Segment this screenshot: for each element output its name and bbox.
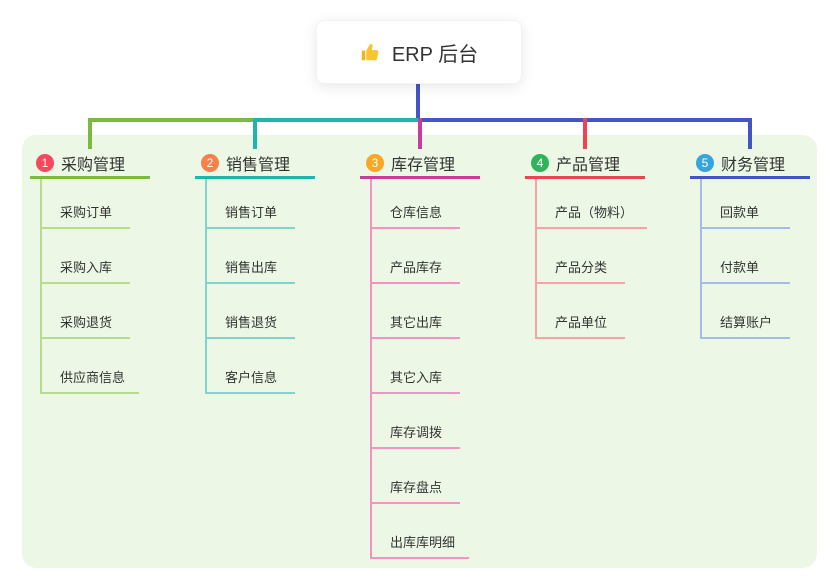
item-label: 采购订单: [60, 205, 113, 220]
item-label: 采购退货: [60, 315, 113, 330]
branch-3-item[interactable]: 库存调拨: [372, 394, 460, 449]
item-label: 供应商信息: [60, 370, 126, 385]
branch-1-children: 采购订单采购入库采购退货供应商信息: [40, 179, 140, 394]
item-label: 其它入库: [390, 370, 443, 385]
branch-4-item[interactable]: 产品分类: [537, 229, 625, 284]
thumbs-up-icon: [360, 41, 382, 63]
top-connector-middle: [255, 118, 418, 122]
branch-5-header[interactable]: 5 财务管理: [690, 149, 810, 179]
branch-1-label: 采购管理: [61, 156, 126, 174]
root-connector-line: [416, 84, 420, 122]
item-label: 仓库信息: [390, 205, 443, 220]
branch-1-item[interactable]: 供应商信息: [42, 339, 140, 394]
item-label: 产品（物料）: [555, 205, 634, 220]
root-node[interactable]: ERP 后台: [316, 20, 522, 84]
branch-2-item[interactable]: 客户信息: [207, 339, 295, 394]
root-title: ERP 后台: [391, 43, 479, 66]
item-label: 销售出库: [225, 260, 278, 275]
branch-1-badge: 1: [36, 153, 54, 172]
branch-1-connector: [88, 118, 92, 149]
branch-3-item[interactable]: 出库库明细: [372, 504, 470, 559]
branch-2-badge: 2: [201, 153, 219, 172]
branch-5-badge: 5: [696, 153, 714, 172]
item-label: 出库库明细: [390, 535, 456, 550]
item-label: 其它出库: [390, 315, 443, 330]
item-label: 产品分类: [555, 260, 608, 275]
branch-4-connector: [583, 118, 587, 149]
item-label: 库存调拨: [390, 425, 443, 440]
branch-4-children: 产品（物料） 产品分类产品单位: [535, 179, 648, 339]
branch-4-label: 产品管理: [556, 156, 621, 174]
branch-5-item[interactable]: 回款单: [702, 179, 790, 229]
branch-5-item[interactable]: 付款单: [702, 229, 790, 284]
branch-2-connector: [253, 118, 257, 149]
branch-2-item[interactable]: 销售出库: [207, 229, 295, 284]
branch-2-children: 销售订单销售出库销售退货客户信息: [205, 179, 295, 394]
branch-3-badge: 3: [366, 153, 384, 172]
branch-3-children: 仓库信息产品库存其它出库其它入库库存调拨库存盘点出库库明细: [370, 179, 470, 559]
branch-3-item[interactable]: 仓库信息: [372, 179, 460, 229]
item-label: 库存盘点: [390, 480, 443, 495]
item-label: 结算账户: [720, 315, 773, 330]
branch-3-item[interactable]: 产品库存: [372, 229, 460, 284]
item-label: 销售订单: [225, 205, 278, 220]
item-label: 产品单位: [555, 315, 608, 330]
branch-3-label: 库存管理: [391, 156, 456, 174]
branches-panel: [22, 135, 817, 568]
branch-3-connector: [418, 118, 422, 149]
item-label: 客户信息: [225, 370, 278, 385]
item-label: 产品库存: [390, 260, 443, 275]
item-label: 付款单: [720, 260, 760, 275]
branch-5-connector: [748, 118, 752, 149]
branch-5-children: 回款单付款单结算账户: [700, 179, 790, 339]
branch-5-item[interactable]: 结算账户: [702, 284, 790, 339]
branch-2-header[interactable]: 2 销售管理: [195, 149, 315, 179]
branch-1-item[interactable]: 采购退货: [42, 284, 130, 339]
item-label: 采购入库: [60, 260, 113, 275]
top-connector-left: [88, 118, 255, 122]
branch-5-label: 财务管理: [721, 156, 786, 174]
branch-3-item[interactable]: 库存盘点: [372, 449, 460, 504]
branch-3-item[interactable]: 其它出库: [372, 284, 460, 339]
branch-2-item[interactable]: 销售订单: [207, 179, 295, 229]
branch-4-item[interactable]: 产品单位: [537, 284, 625, 339]
branch-1-item[interactable]: 采购订单: [42, 179, 130, 229]
branch-4-badge: 4: [531, 153, 549, 172]
item-label: 回款单: [720, 205, 760, 220]
branch-2-item[interactable]: 销售退货: [207, 284, 295, 339]
branch-2-label: 销售管理: [226, 156, 291, 174]
branch-4-header[interactable]: 4 产品管理: [525, 149, 645, 179]
branch-3-item[interactable]: 其它入库: [372, 339, 460, 394]
branch-1-header[interactable]: 1 采购管理: [30, 149, 150, 179]
branch-4-item[interactable]: 产品（物料）: [537, 179, 648, 229]
branch-1-item[interactable]: 采购入库: [42, 229, 130, 284]
branch-3-header[interactable]: 3 库存管理: [360, 149, 480, 179]
item-label: 销售退货: [225, 315, 278, 330]
